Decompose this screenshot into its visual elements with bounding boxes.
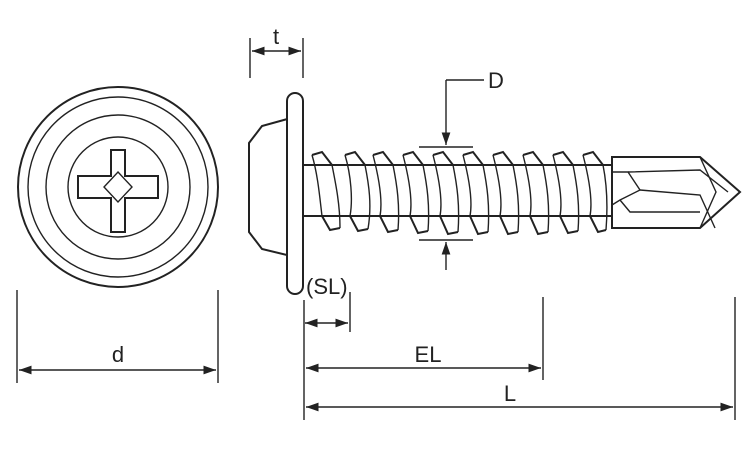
dimension-L: L [306,297,736,420]
phillips-recess-icon [77,149,159,233]
label-EL: EL [415,342,442,367]
washer-flange [286,92,304,295]
screw-side-view [248,92,742,295]
dimension-D: D [419,68,504,270]
dimension-t: t [249,24,304,78]
label-d: d [112,342,124,367]
label-D: D [488,68,504,93]
label-t: t [273,24,279,49]
dimension-EL: EL [306,297,544,380]
screw-head-top-view [17,86,219,288]
dimension-SL: (SL) [305,274,351,332]
label-SL: (SL) [306,274,348,299]
dimension-d: d [16,290,219,383]
label-L: L [504,381,516,406]
